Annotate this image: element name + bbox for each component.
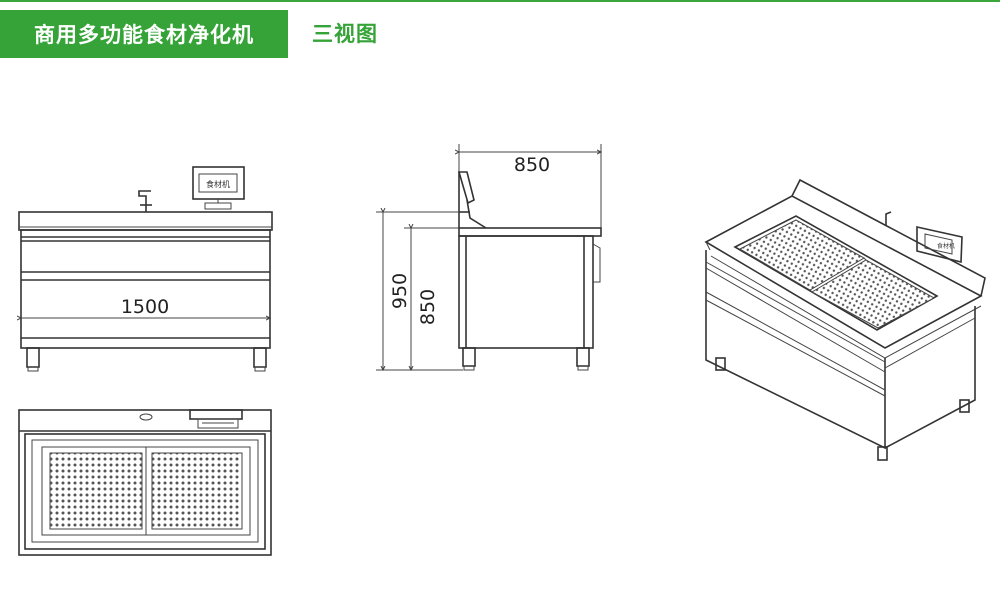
control-box-top [197,418,239,429]
control-box-side [457,171,475,205]
control-panel-label: 食材机 [206,179,230,189]
front-leg-right [253,347,267,368]
faucet-top-icon [139,413,153,421]
iso-backsplash [791,178,986,297]
front-body [20,229,271,349]
basket-right [151,452,243,530]
front-leg-left [26,347,40,368]
section-subtitle: 三视图 [312,22,378,46]
side-body [458,235,594,349]
iso-top [704,195,983,349]
side-view: 850 950 850 [376,144,601,370]
basket-left [49,452,143,530]
front-view: 食材机 1500 [19,166,273,372]
iso-body-side [884,306,976,449]
total-height-dimension: 950 [389,273,411,309]
top-view [18,409,272,556]
isometric-view: 食材机 [704,178,986,461]
iso-control-box [916,226,963,264]
page-title: 商用多功能食材净化机 [0,10,288,58]
faucet [138,190,151,212]
iso-basket-right [810,259,936,329]
iso-body-front [705,250,886,450]
page-title-text: 商用多功能食材净化机 [34,23,254,47]
iso-panel-label: 食材机 [937,242,955,250]
top-divider [0,0,1000,2]
body-height-dimension: 850 [417,289,439,325]
iso-faucet [885,211,892,226]
width-dimension: 1500 [121,296,169,318]
top-outline [18,409,272,556]
depth-dimension: 850 [514,154,550,176]
side-top [458,227,602,237]
